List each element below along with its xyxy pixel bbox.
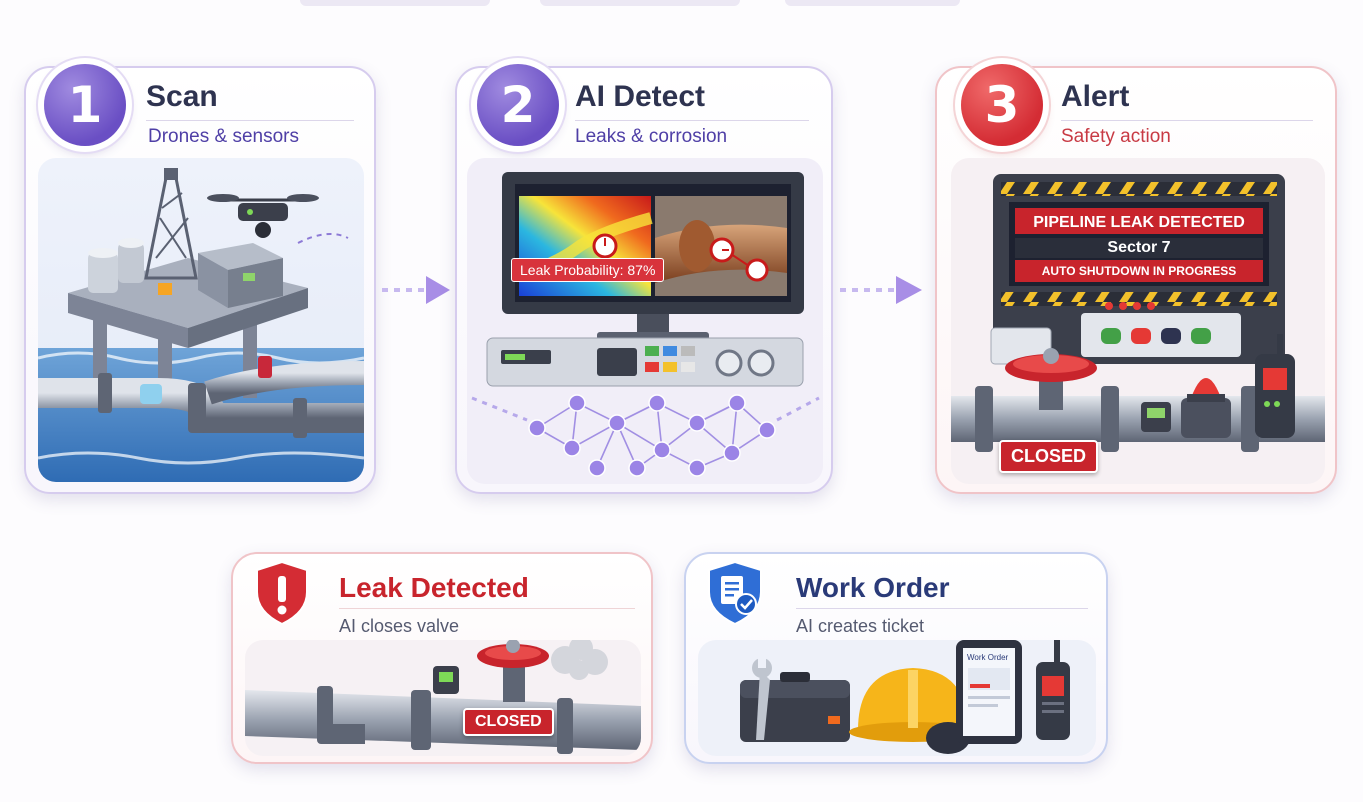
alert-line-1: PIPELINE LEAK DETECTED — [1033, 214, 1245, 231]
step-subtitle: Safety action — [1061, 126, 1171, 147]
divider — [1061, 120, 1313, 121]
divider — [339, 608, 635, 609]
outcome-subtitle: AI creates ticket — [796, 616, 925, 636]
alert-line-2: Sector 7 — [1107, 239, 1171, 256]
tablet-title: Work Order — [967, 653, 1009, 662]
top-decor-bar — [540, 0, 740, 6]
top-decor-bar — [785, 0, 960, 6]
outcome-title: Work Order — [796, 572, 950, 603]
alert-control-panel-illustration: PIPELINE LEAK DETECTED Sector 7 AUTO SHU… — [951, 158, 1325, 484]
step-title: Alert — [1061, 80, 1130, 113]
ai-monitor-illustration: Leak Probability: 87% — [467, 158, 823, 484]
arrow-right-icon — [382, 276, 450, 304]
outcome-card-work-order: Work Order AI creates ticket — [684, 552, 1108, 764]
step-card-scan: 1 Scan Drones & sensors — [24, 64, 376, 494]
closed-tag: CLOSED — [999, 440, 1099, 473]
outcome-card-leak-detected: Leak Detected AI closes valve CLOSED — [231, 552, 653, 764]
leak-probability-label: Leak Probability: 87% — [511, 258, 665, 282]
closed-tag: CLOSED — [463, 708, 554, 736]
top-decor-bar — [300, 0, 490, 6]
divider — [796, 608, 1088, 609]
step-number-badge: 1 — [44, 64, 126, 146]
step-subtitle: Leaks & corrosion — [575, 126, 728, 147]
divider — [575, 120, 809, 121]
exclamation-shield-icon — [256, 560, 308, 626]
offshore-platform-illustration — [38, 158, 364, 482]
valve-closed-illustration: CLOSED — [245, 640, 641, 756]
step-title: Scan — [146, 80, 218, 113]
step-number-badge: 2 — [477, 64, 559, 146]
document-check-shield-icon — [708, 560, 762, 626]
step-card-ai-detect: 2 AI Detect Leaks & corrosion — [455, 64, 833, 494]
outcome-subtitle: AI closes valve — [339, 616, 460, 636]
step-subtitle: Drones & sensors — [148, 126, 300, 147]
divider — [146, 120, 354, 121]
step-title: AI Detect — [575, 80, 706, 113]
arrow-right-icon — [840, 276, 922, 304]
step-number-badge: 3 — [961, 64, 1043, 146]
step-card-alert: 3 Alert Safety action — [935, 64, 1337, 494]
maintenance-kit-illustration: Work Order — [698, 640, 1096, 756]
alert-line-3: AUTO SHUTDOWN IN PROGRESS — [1041, 264, 1237, 278]
outcome-title: Leak Detected — [339, 572, 529, 603]
